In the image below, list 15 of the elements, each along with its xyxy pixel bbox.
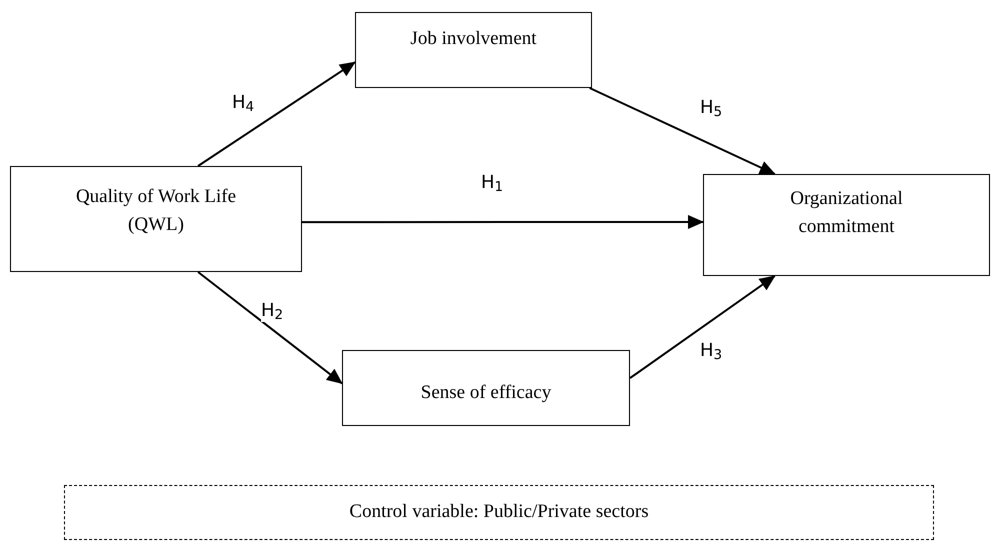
arrow — [589, 87, 776, 175]
dashed-box: Control variable: Public/Private sectors — [64, 485, 934, 540]
edge-label: H$_{1}$ — [481, 172, 504, 194]
arrow — [198, 61, 356, 167]
edge-label: H$_{2}$ — [261, 300, 284, 322]
arrow — [197, 271, 343, 384]
edge-label: H$_{3}$ — [700, 340, 722, 362]
arrow — [629, 275, 776, 379]
process-box: Sense of efficacy — [342, 350, 630, 426]
process-box: Quality of Work Life (QWL) — [10, 166, 302, 272]
edge-label: H$_{5}$ — [700, 97, 722, 119]
edge-label: H$_{4}$ — [232, 92, 254, 114]
arrow — [302, 214, 704, 229]
process-box: Organizational commitment — [703, 174, 990, 276]
process-box: Job involvement — [355, 12, 592, 88]
